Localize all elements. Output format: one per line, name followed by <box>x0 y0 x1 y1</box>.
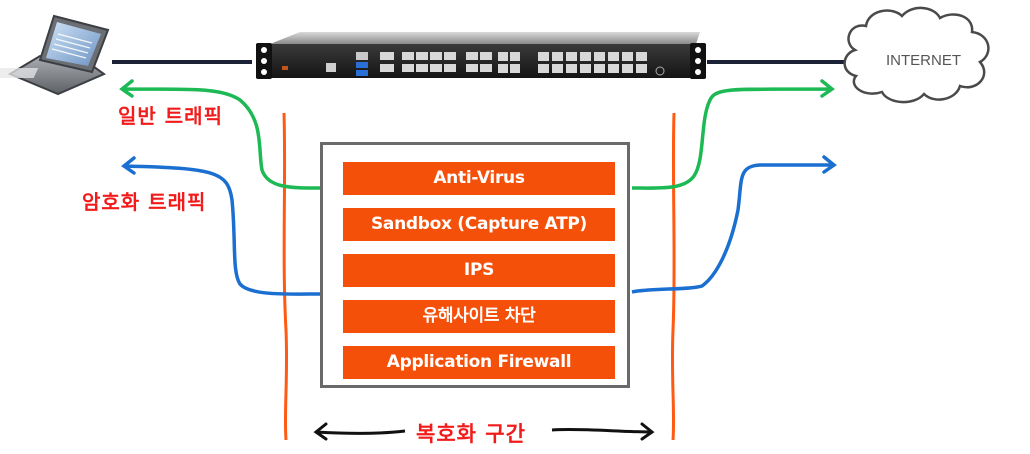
ethernet-port <box>498 52 508 61</box>
layer-sandbox: Sandbox (Capture ATP) <box>343 208 615 241</box>
normal-traffic-flow-right <box>631 87 833 190</box>
decryption-zone-label: 복호화 구간 <box>416 422 526 446</box>
sfp-port <box>480 64 492 72</box>
ethernet-port <box>552 64 563 73</box>
ethernet-port <box>636 64 647 73</box>
ethernet-port <box>510 52 520 61</box>
ethernet-port <box>538 52 549 61</box>
ethernet-port <box>622 52 633 61</box>
decryption-arrowhead-right <box>640 422 655 441</box>
cloud-icon <box>843 6 990 104</box>
normal-traffic-arrowhead-right <box>820 79 835 98</box>
ethernet-port <box>608 52 619 61</box>
ethernet-port <box>594 52 605 61</box>
sfp-port <box>380 64 394 72</box>
ethernet-port <box>608 64 619 73</box>
decryption-boundary-left <box>282 112 289 441</box>
sfp-port <box>444 64 456 72</box>
ethernet-port <box>538 64 549 73</box>
decryption-arrow-left <box>315 429 406 435</box>
sfp-port <box>466 64 478 72</box>
encrypted-traffic-arrowhead-left <box>121 156 136 175</box>
encrypted-traffic-label: 암호화 트래픽 <box>82 190 207 214</box>
sfp-port <box>416 64 428 72</box>
ethernet-port <box>498 64 508 73</box>
sfp-port <box>444 52 456 60</box>
ethernet-port <box>566 52 577 61</box>
ethernet-port <box>622 64 633 73</box>
ethernet-port <box>580 64 591 73</box>
encrypted-traffic-arrowhead-right <box>822 155 837 174</box>
ethernet-port <box>594 64 605 73</box>
normal-traffic-arrowhead-left <box>119 79 134 98</box>
layer-anti-virus: Anti-Virus <box>343 162 615 195</box>
sfp-port <box>380 52 394 60</box>
ethernet-port <box>636 52 647 61</box>
normal-traffic-label: 일반 트래픽 <box>118 104 223 128</box>
encrypted-traffic-flow-right <box>631 163 834 294</box>
decryption-arrowhead-left <box>313 422 328 441</box>
sfp-port <box>402 52 414 60</box>
sfp-port <box>416 52 428 60</box>
laptop-icon <box>0 14 110 96</box>
security-stack-box: Anti-Virus Sandbox (Capture ATP) IPS 유해사… <box>320 142 630 388</box>
layer-harmful-site-block: 유해사이트 차단 <box>343 300 615 333</box>
ethernet-port <box>580 52 591 61</box>
ethernet-port <box>552 52 563 61</box>
sfp-port <box>402 64 414 72</box>
decryption-boundary-right <box>670 112 676 441</box>
internet-label: INTERNET <box>886 52 961 69</box>
ethernet-port <box>510 64 520 73</box>
encrypted-traffic-flow-left <box>123 164 321 296</box>
ethernet-port <box>566 64 577 73</box>
sfp-port <box>466 52 478 60</box>
sfp-port <box>430 64 442 72</box>
layer-ips: IPS <box>343 254 615 287</box>
layer-application-firewall: Application Firewall <box>343 346 615 379</box>
sfp-port <box>480 52 492 60</box>
decryption-arrow-right <box>551 427 653 434</box>
firewall-appliance-icon <box>256 32 706 79</box>
normal-traffic-flow-left <box>121 87 321 190</box>
sfp-port <box>430 52 442 60</box>
